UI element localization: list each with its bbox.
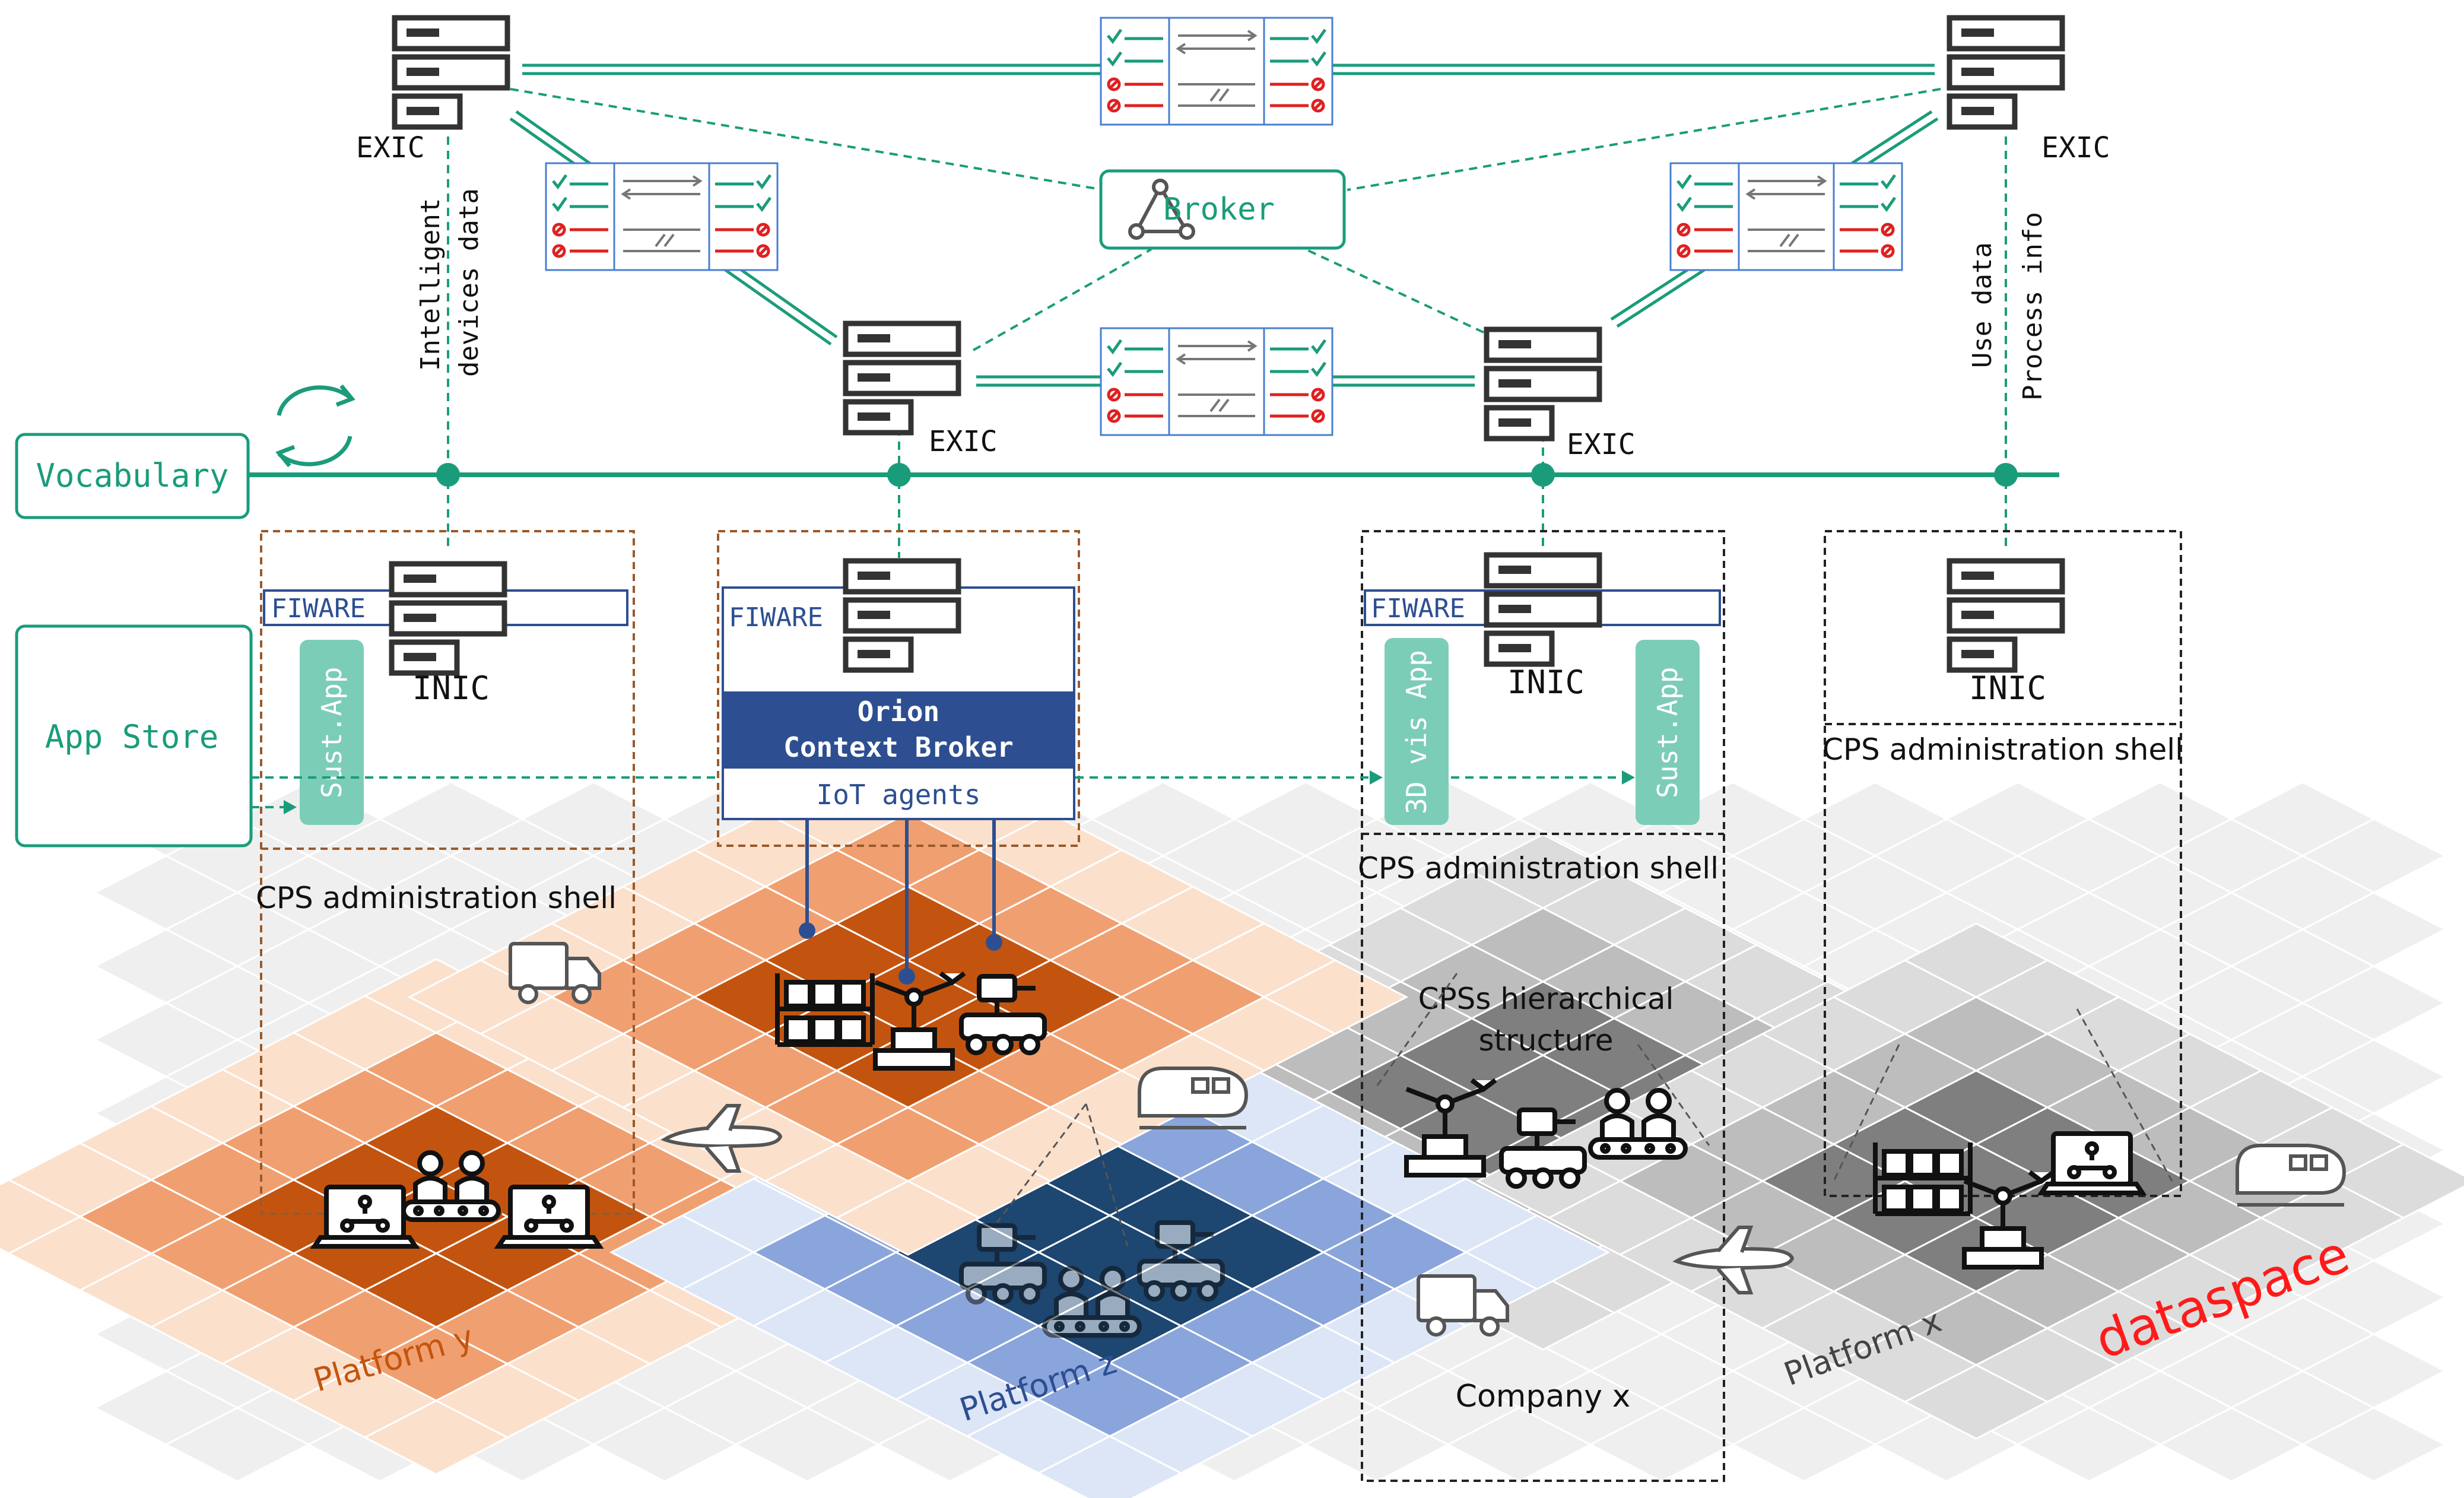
contract-table-icon — [1101, 328, 1332, 435]
contract-table-icon — [1101, 18, 1332, 125]
fiware-label: FIWARE — [1371, 594, 1465, 624]
server-icon — [1487, 329, 1599, 439]
grid-tile — [363, 1399, 510, 1475]
hierarchy-lines — [996, 973, 2173, 1247]
grid-tile — [1036, 1435, 1183, 1498]
server-icon — [395, 18, 507, 127]
inic-label: INIC — [412, 669, 490, 707]
grid-tile — [1588, 1407, 1735, 1483]
grid-tile — [1730, 1407, 1878, 1483]
vis-app-x[interactable]: 3D vis App — [1385, 638, 1449, 825]
orion-label-2: Context Broker — [783, 731, 1014, 763]
grid-tile — [734, 1407, 881, 1483]
fiware-label: FIWARE — [271, 594, 366, 624]
vocabulary-box[interactable]: Vocabulary — [15, 433, 250, 519]
server-icon — [1949, 561, 2062, 670]
inic-label: INIC — [1969, 669, 2046, 707]
vocabulary-label: Vocabulary — [36, 457, 228, 494]
grid-tile — [834, 1180, 982, 1256]
cps-shell-label-y: CPS administration shell — [256, 881, 617, 915]
grid-tile — [2015, 1407, 2163, 1483]
sust-app-y[interactable]: Sust.App — [300, 640, 364, 825]
iot-agents-label: IoT agents — [817, 779, 981, 811]
server-icon — [392, 564, 504, 673]
use-data-label: Use data — [1967, 242, 1998, 368]
cps-shell-label-x: CPS administration shell — [1358, 851, 1719, 886]
grid-tile — [1903, 1364, 2050, 1440]
app-store-box[interactable]: App Store — [15, 624, 253, 848]
contract-table-icon — [1671, 163, 1902, 270]
cps-hier-label-2: structure — [1479, 1023, 1614, 1058]
cps-hier-label-1: CPSs hierarchical — [1418, 982, 1674, 1016]
intelligent-devices-label-1: Intelligent — [415, 198, 446, 371]
shelves-icon — [1875, 1142, 1970, 1214]
iot-agent-connectors — [805, 819, 996, 973]
shelves-icon — [777, 973, 872, 1045]
grid-tile — [2158, 1407, 2305, 1483]
server-icon — [1949, 18, 2062, 127]
process-info-label: Process info — [2018, 212, 2048, 401]
laptop-network-icon — [498, 1187, 599, 1246]
exic-label: EXIC — [1567, 428, 1636, 461]
grid-tile — [2300, 1407, 2447, 1483]
laptop-network-icon — [2041, 1134, 2142, 1193]
broker-label: Broker — [1163, 192, 1275, 227]
grid-tile — [164, 1407, 311, 1483]
inic-label: INIC — [1507, 664, 1585, 701]
app-distribution-arrows — [251, 776, 1626, 808]
grid-tile — [591, 1407, 738, 1483]
app-store-label: App Store — [45, 718, 219, 756]
server-icon — [1487, 555, 1599, 664]
sust-app-label: Sust.App — [1652, 667, 1684, 798]
fiware-label: FIWARE — [729, 602, 823, 633]
exic-label: EXIC — [929, 425, 998, 458]
broker-graph-icon — [1128, 179, 1195, 240]
exic-label: EXIC — [356, 131, 425, 164]
sync-icon — [275, 384, 355, 468]
vocabulary-bus — [249, 463, 2059, 487]
contract-table-icon — [546, 163, 777, 270]
grid-tile — [1303, 1407, 1450, 1483]
orion-label-1: Orion — [858, 696, 939, 728]
cps-shell-label-w: CPS administration shell — [1822, 732, 2183, 767]
intelligent-devices-label-2: devices data — [454, 188, 484, 377]
exic-label: EXIC — [2041, 131, 2110, 164]
sust-app-x[interactable]: Sust.App — [1636, 640, 1700, 825]
orion-context-broker — [723, 691, 1074, 769]
laptop-network-icon — [315, 1187, 415, 1246]
server-icon — [846, 323, 958, 433]
broker-box[interactable]: Broker — [1099, 169, 1346, 250]
vis-app-label: 3D vis App — [1401, 650, 1433, 814]
exic-connections — [447, 18, 2007, 558]
grid-tile — [1446, 1407, 1593, 1483]
company-x-label: Company x — [1456, 1379, 1631, 1414]
